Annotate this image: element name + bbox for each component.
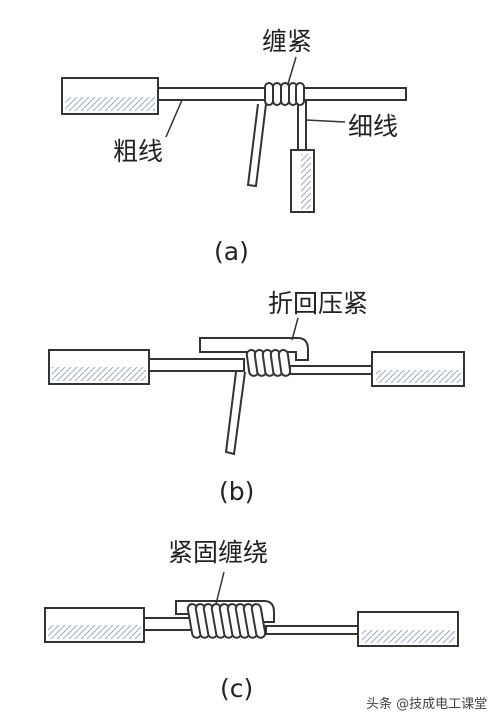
label-thin-wire: 细线 — [348, 112, 398, 141]
coil-wrap-c — [186, 603, 267, 639]
leader-thick-a — [165, 99, 183, 138]
leader-fold-b — [291, 317, 299, 341]
panel-c: 紧固缠绕 (c) — [44, 538, 459, 703]
leader-thin-a — [305, 119, 346, 123]
label-wrap: 缠紧 — [262, 27, 312, 56]
label-fasten-wrap: 紧固缠绕 — [168, 538, 268, 567]
panel-b: 折回压紧 (b) — [48, 289, 465, 506]
thick-conductor-b — [148, 358, 245, 372]
watermark: 头条 @技成电工课堂 — [366, 696, 487, 712]
coil-wrap-a — [264, 82, 305, 106]
panel-a: 缠紧 粗线 细线 (a) — [61, 27, 407, 266]
coil-wrap-b — [245, 349, 292, 377]
leader-fasten-c — [215, 571, 225, 605]
thick-cable-left-c — [44, 607, 145, 643]
thin-cable-right-b — [371, 351, 465, 387]
leader-wrap-a — [287, 56, 297, 85]
caption-b: (b) — [219, 477, 254, 506]
thin-wire-a — [297, 100, 307, 150]
thick-cable-left-a — [61, 77, 159, 115]
folded-conductor-b — [199, 337, 309, 361]
thin-conductor-c — [265, 625, 359, 635]
thin-wire-tail-a — [246, 103, 267, 188]
label-thick-wire: 粗线 — [113, 137, 163, 166]
thick-cable-left-b — [48, 349, 150, 385]
thin-conductor-b — [289, 365, 373, 375]
label-fold-back: 折回压紧 — [268, 289, 368, 318]
caption-a: (a) — [214, 237, 249, 266]
thin-cable-right-c — [357, 611, 459, 647]
thin-cable-insulation-a — [290, 149, 315, 213]
caption-c: (c) — [220, 674, 253, 703]
wire-tail-b — [224, 371, 246, 456]
